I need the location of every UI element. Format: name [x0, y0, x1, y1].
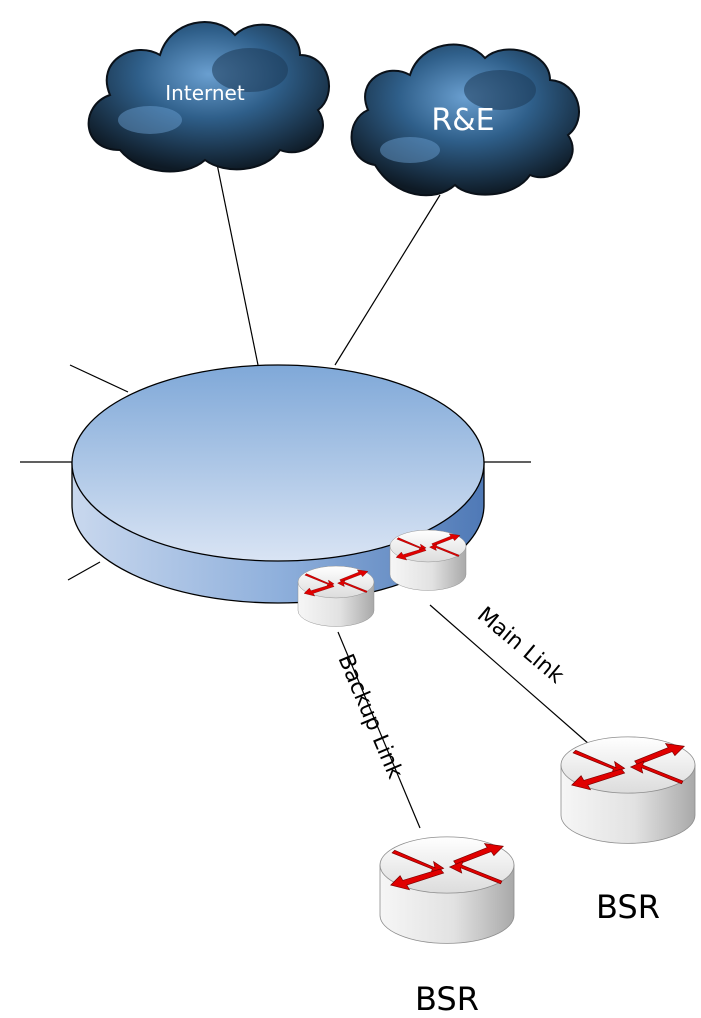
backbone-disk	[71, 364, 485, 604]
backup-link-line	[337, 631, 421, 829]
internet-cloud: Internet	[87, 21, 330, 173]
core-router-right	[389, 529, 467, 591]
bsr-router-right[interactable]	[560, 736, 696, 844]
main-link-label: Main Link	[472, 602, 568, 689]
re-cloud: R&E	[350, 43, 580, 197]
stub-link-upper-left	[69, 364, 129, 393]
bsr-right-label: BSR	[596, 888, 660, 926]
link-lines	[20, 104, 591, 829]
main-link-line	[429, 604, 591, 746]
internet-label: Internet	[165, 81, 245, 105]
bsr-router-bottom[interactable]	[379, 836, 515, 944]
re-uplink	[334, 194, 441, 366]
core-router-left	[297, 565, 375, 627]
re-label: R&E	[431, 103, 494, 138]
backup-link-label: Backup Link	[332, 651, 407, 783]
bsr-bottom-label: BSR	[415, 980, 479, 1018]
stub-link-lower-left	[67, 561, 101, 581]
